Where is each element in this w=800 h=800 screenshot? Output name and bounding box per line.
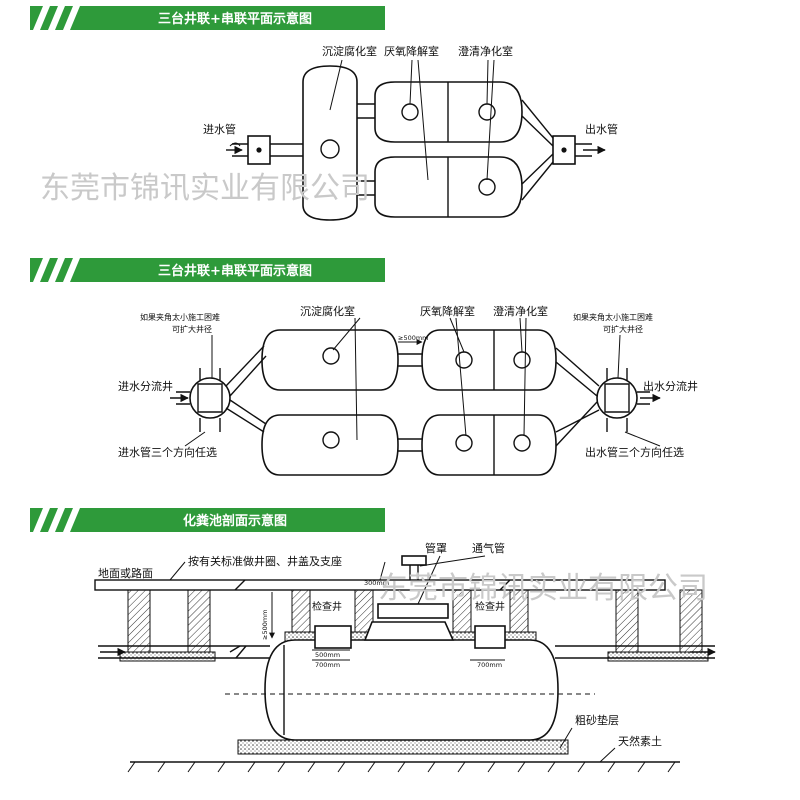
d2-label-sediment: 沉淀腐化室 bbox=[300, 304, 355, 318]
d1-label-outlet: 出水管 bbox=[585, 122, 618, 136]
wall-2 bbox=[187, 589, 211, 653]
watermark-1: 东莞市锦讯实业有限公司 bbox=[40, 171, 370, 206]
d2-label-outlet-well: 出水分流井 bbox=[643, 379, 698, 393]
d2-sediment-bottom bbox=[261, 414, 399, 476]
tank-top-cover bbox=[363, 621, 455, 641]
manhole-riser-2 bbox=[474, 625, 506, 649]
sediment-tank-1 bbox=[302, 65, 358, 221]
d1-label-clarify: 澄清净化室 bbox=[458, 44, 513, 58]
d2-label-anaerobic: 厌氧降解室 bbox=[420, 304, 475, 318]
banner-3: 化粪池剖面示意图 bbox=[30, 508, 385, 532]
wall-3 bbox=[291, 589, 311, 633]
d3-label-cover: 管罩 bbox=[425, 541, 447, 555]
gravel-bedding bbox=[237, 739, 569, 755]
sediment-manhole bbox=[320, 139, 340, 159]
d3-label-manhole-1: 检查井 bbox=[312, 600, 342, 613]
septic-tank-section bbox=[264, 639, 559, 741]
wall-1 bbox=[127, 589, 151, 653]
d3-label-soil: 天然素土 bbox=[618, 734, 662, 748]
d2-note-left-2: 可扩大井径 bbox=[172, 324, 212, 334]
d1-label-inlet: 进水管 bbox=[203, 122, 236, 136]
d3-label-ground: 地面或路面 bbox=[98, 567, 153, 580]
d2-note-right-1: 如果夹角太小施工困难 bbox=[573, 312, 653, 322]
banner-1-title: 三台井联+串联平面示意图 bbox=[158, 11, 312, 27]
diagram-1: 沉淀腐化室 厌氧降解室 澄清净化室 进水管 出水管 bbox=[203, 44, 618, 221]
banner-3-title: 化粪池剖面示意图 bbox=[183, 513, 287, 529]
d2-note-right-2: 可扩大井径 bbox=[603, 324, 643, 334]
d2-note-left-1: 如果夹角太小施工困难 bbox=[140, 312, 220, 322]
manhole-riser-1 bbox=[314, 625, 352, 649]
dim-500-vertical: ≥500mm bbox=[261, 609, 269, 640]
d1-label-sediment: 沉淀腐化室 bbox=[322, 44, 377, 58]
d2-anaerobic-top bbox=[421, 329, 557, 391]
dim-700-right: 700mm bbox=[477, 661, 502, 669]
outlet-distribution-well bbox=[596, 377, 638, 419]
dim-300: 300mm bbox=[364, 579, 389, 587]
d2-label-inlet-dir: 进水管三个方向任选 bbox=[118, 445, 217, 459]
d2-label-clarify: 澄清净化室 bbox=[493, 304, 548, 318]
d2-sediment-top bbox=[261, 329, 399, 391]
dim-500-horizontal: 500mm bbox=[315, 651, 340, 659]
d2-label-outlet-dir: 出水管三个方向任选 bbox=[585, 445, 684, 459]
vent-cap bbox=[401, 555, 427, 566]
banner-2: 三台井联+串联平面示意图 bbox=[30, 258, 385, 282]
d3-label-manhole-2: 检查井 bbox=[475, 600, 505, 613]
dim-700-left: 700mm bbox=[315, 661, 340, 669]
d3-label-vent: 通气管 bbox=[472, 541, 505, 555]
d2-anaerobic-bottom bbox=[421, 414, 557, 476]
d1-label-anaerobic: 厌氧降解室 bbox=[384, 44, 439, 58]
d3-label-standard: 按有关标准做井圈、井盖及支座 bbox=[188, 554, 342, 568]
diagram-3: ≥500mm 500mm 700mm 700mm 300mm 按有关标准做井圈、… bbox=[94, 541, 716, 773]
d2-gap-dim: ≥500mm bbox=[398, 334, 429, 342]
watermark-2: 东莞市锦讯实业有限公司 bbox=[378, 571, 708, 606]
inlet-distribution-well bbox=[189, 377, 231, 419]
d3-label-gravel: 粗砂垫层 bbox=[575, 713, 619, 727]
pipe-cover bbox=[377, 603, 449, 619]
d2-label-inlet-well: 进水分流井 bbox=[118, 379, 173, 393]
banner-1: 三台井联+串联平面示意图 bbox=[30, 6, 385, 30]
diagram-2: ≥500mm 沉淀腐化室 厌氧降解室 澄清净化室 如果夹角太小施工困难 可扩大井… bbox=[118, 304, 698, 476]
banner-2-title: 三台井联+串联平面示意图 bbox=[158, 263, 312, 279]
